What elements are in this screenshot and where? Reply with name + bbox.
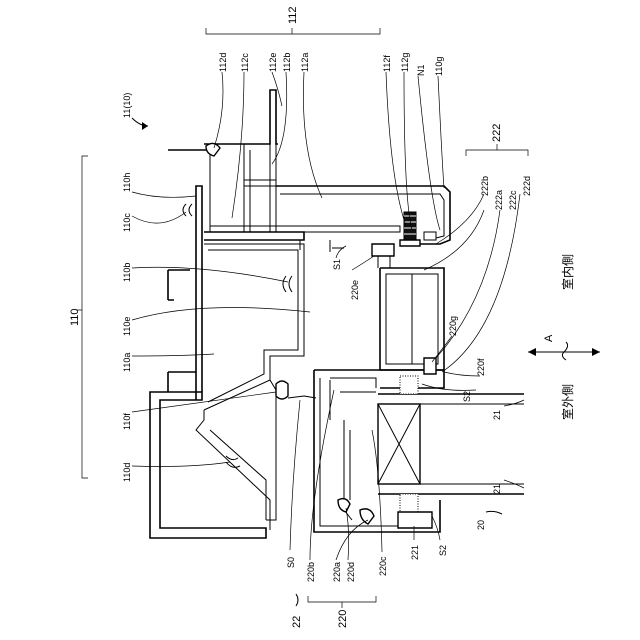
label-222b: 222b [480, 176, 490, 196]
label-n1: N1 [416, 64, 426, 76]
label-220d: 220d [346, 562, 356, 582]
label-220e: 220e [350, 280, 360, 300]
label-s0: S0 [286, 557, 296, 568]
pointer-20 [486, 511, 502, 514]
label-indoor: 室内側 [560, 254, 575, 290]
label-220a: 220a [332, 562, 342, 582]
label-110a: 110a [122, 353, 132, 372]
label-s1: S1 [332, 259, 342, 270]
gap-s0 [288, 396, 316, 398]
label-110h: 110h [122, 173, 132, 192]
label-222a: 222a [494, 190, 504, 210]
label-110: 110 [69, 308, 81, 326]
glass-unit-21 [378, 376, 524, 528]
label-21-lower: 21 [492, 484, 502, 494]
label-220g: 220g [448, 316, 458, 336]
label-a: A [543, 334, 555, 342]
label-222d: 222d [522, 176, 532, 196]
label-221: 221 [410, 545, 420, 560]
label-222: 222 [491, 124, 503, 142]
brackets [76, 28, 528, 608]
label-110c: 110c [122, 213, 132, 232]
leader-lines [132, 72, 524, 560]
label-110d: 110d [122, 463, 132, 482]
label-112e: 112e [268, 53, 278, 72]
label-222c: 222c [508, 190, 518, 210]
label-110e: 110e [122, 317, 132, 336]
label-112: 112 [287, 6, 299, 24]
label-220b: 220b [306, 562, 316, 582]
label-112f: 112f [382, 55, 392, 72]
label-110g: 110g [434, 57, 444, 76]
label-112c: 112c [240, 53, 250, 72]
direction-arrow-a [528, 342, 600, 360]
label-112b: 112b [282, 53, 292, 72]
label-20: 20 [476, 520, 486, 530]
label-110f: 110f [122, 413, 132, 430]
label-s2-upper: S2 [462, 391, 472, 402]
label-110b: 110b [122, 263, 132, 282]
pointer-22 [296, 594, 298, 606]
label-112a: 112a [300, 53, 310, 72]
label-11: 11(10) [122, 93, 132, 118]
label-112d: 112d [218, 53, 228, 72]
label-21-upper: 21 [492, 410, 502, 420]
label-22: 22 [291, 616, 303, 628]
label-220c: 220c [378, 556, 388, 576]
frame-112 [204, 90, 450, 246]
label-112g: 112g [400, 53, 410, 72]
frame-110 [150, 144, 344, 538]
label-s2-lower: S2 [438, 545, 448, 556]
label-220f: 220f [476, 358, 486, 376]
label-outdoor: 室外側 [560, 384, 575, 420]
labels: 112 112d 112c 112e 112b 112a 112f 112g N… [69, 6, 575, 628]
label-220: 220 [337, 610, 349, 628]
